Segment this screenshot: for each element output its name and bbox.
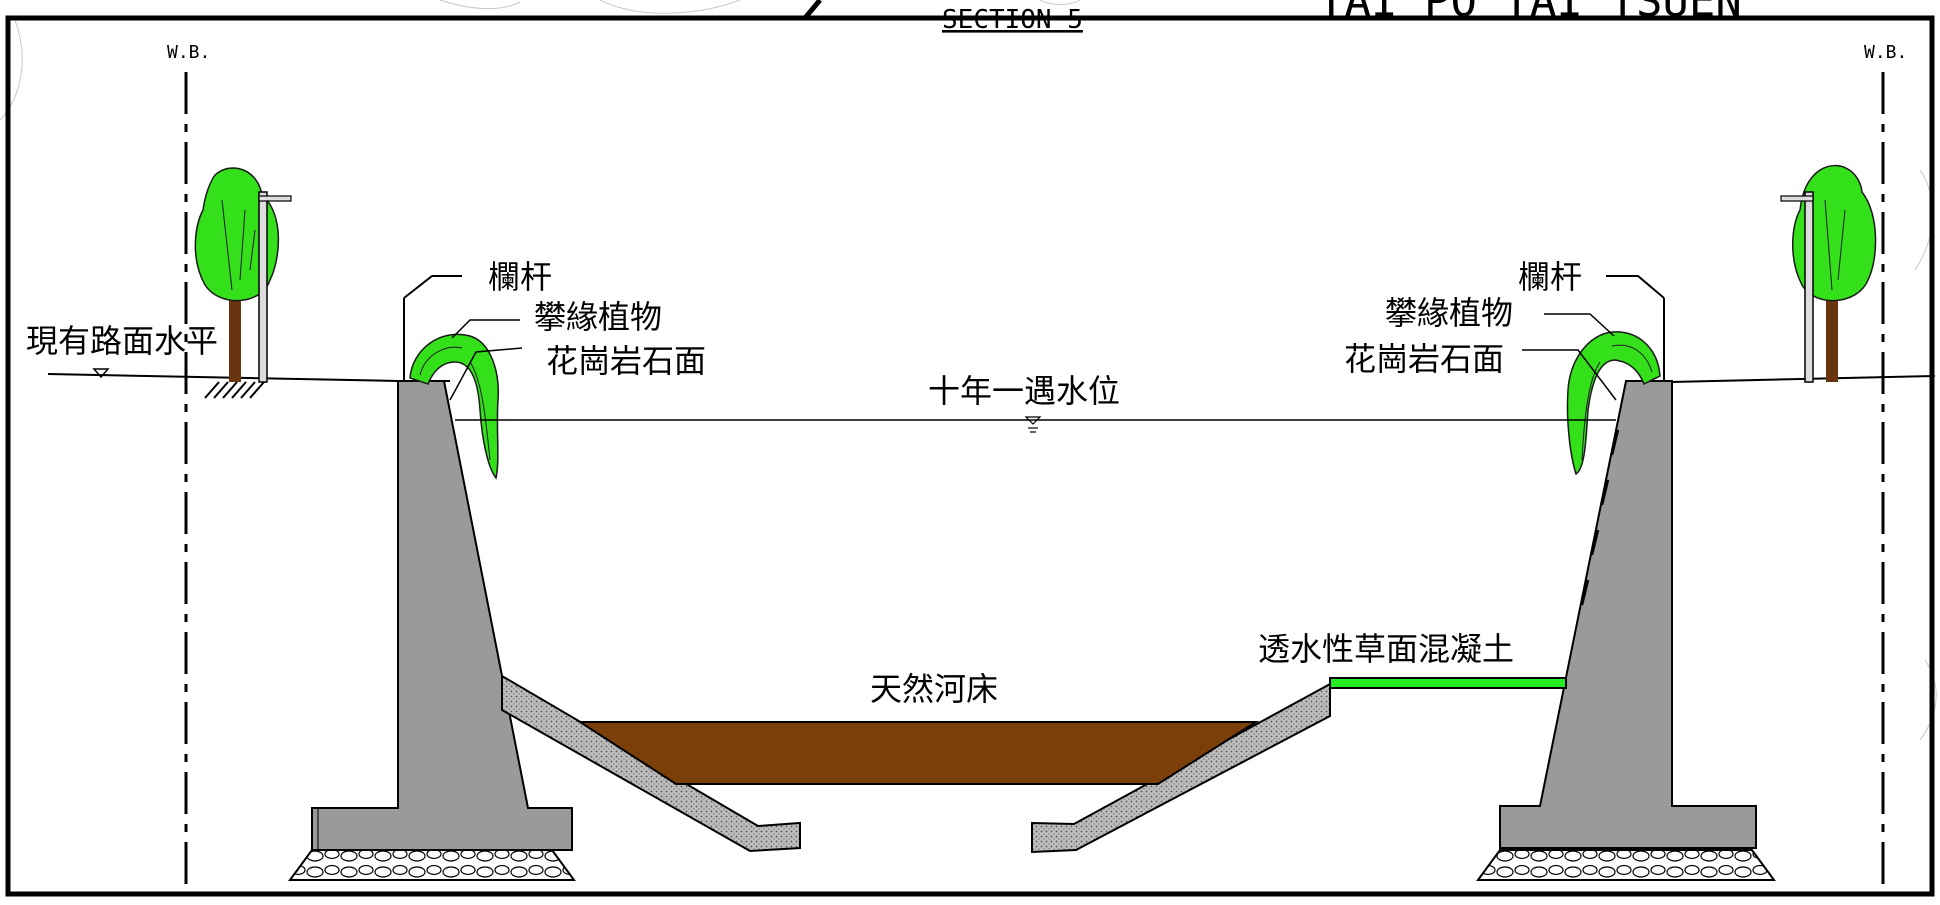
section-title: SECTION 5 [942, 5, 1083, 35]
climbing-plants-label-left: 攀緣植物 [534, 298, 662, 336]
water-level-symbol-icon [1024, 416, 1042, 433]
existing-road-level-label: 現有路面水平 [26, 322, 218, 360]
drawing-frame [5, 15, 1935, 897]
right-wb-label: W.B. [1864, 42, 1907, 63]
label-leaders [449, 313, 1617, 401]
ground-hatch-icon [204, 381, 265, 399]
right-wb-line: W.B. [1864, 42, 1907, 890]
lamp-post-icon [1780, 191, 1814, 383]
permeable-grass-concrete-label: 透水性草面混凝土 [1258, 630, 1514, 668]
left-retaining-wall [311, 380, 573, 851]
ground-right [1669, 375, 1936, 383]
railing-label-right: 欄杆 [1518, 258, 1582, 296]
title-block-diagonal [803, 0, 822, 20]
left-stone-foundation [288, 849, 576, 881]
right-retaining-wall [1499, 380, 1757, 849]
railing-label-left: 欄杆 [488, 258, 552, 296]
right-wall-granite-blocks [1580, 429, 1620, 606]
permeable-grass-concrete-strip [1329, 677, 1567, 689]
place-name: TAI PO TAI TSUEN [1318, 0, 1742, 27]
natural-riverbed [576, 721, 1260, 785]
natural-river-bed-label: 天然河床 [870, 670, 998, 708]
granite-facing-label-left: 花崗岩石面 [546, 342, 706, 380]
left-wb-label: W.B. [167, 42, 210, 63]
granite-facing-label-right: 花崗岩石面 [1344, 340, 1504, 378]
road-level-symbol-icon [92, 368, 110, 379]
ground-left [47, 373, 450, 382]
lamp-post-icon [258, 191, 292, 383]
left-railing [403, 275, 462, 381]
left-climbing-plants [409, 333, 499, 480]
climbing-plants-label-right: 攀緣植物 [1385, 294, 1513, 332]
right-stone-foundation [1476, 849, 1776, 881]
tree-icon [194, 167, 280, 382]
right-railing [1606, 275, 1665, 381]
left-wb-line: W.B. [167, 42, 210, 890]
ten-year-flood-level-label: 十年一遇水位 [928, 372, 1120, 410]
